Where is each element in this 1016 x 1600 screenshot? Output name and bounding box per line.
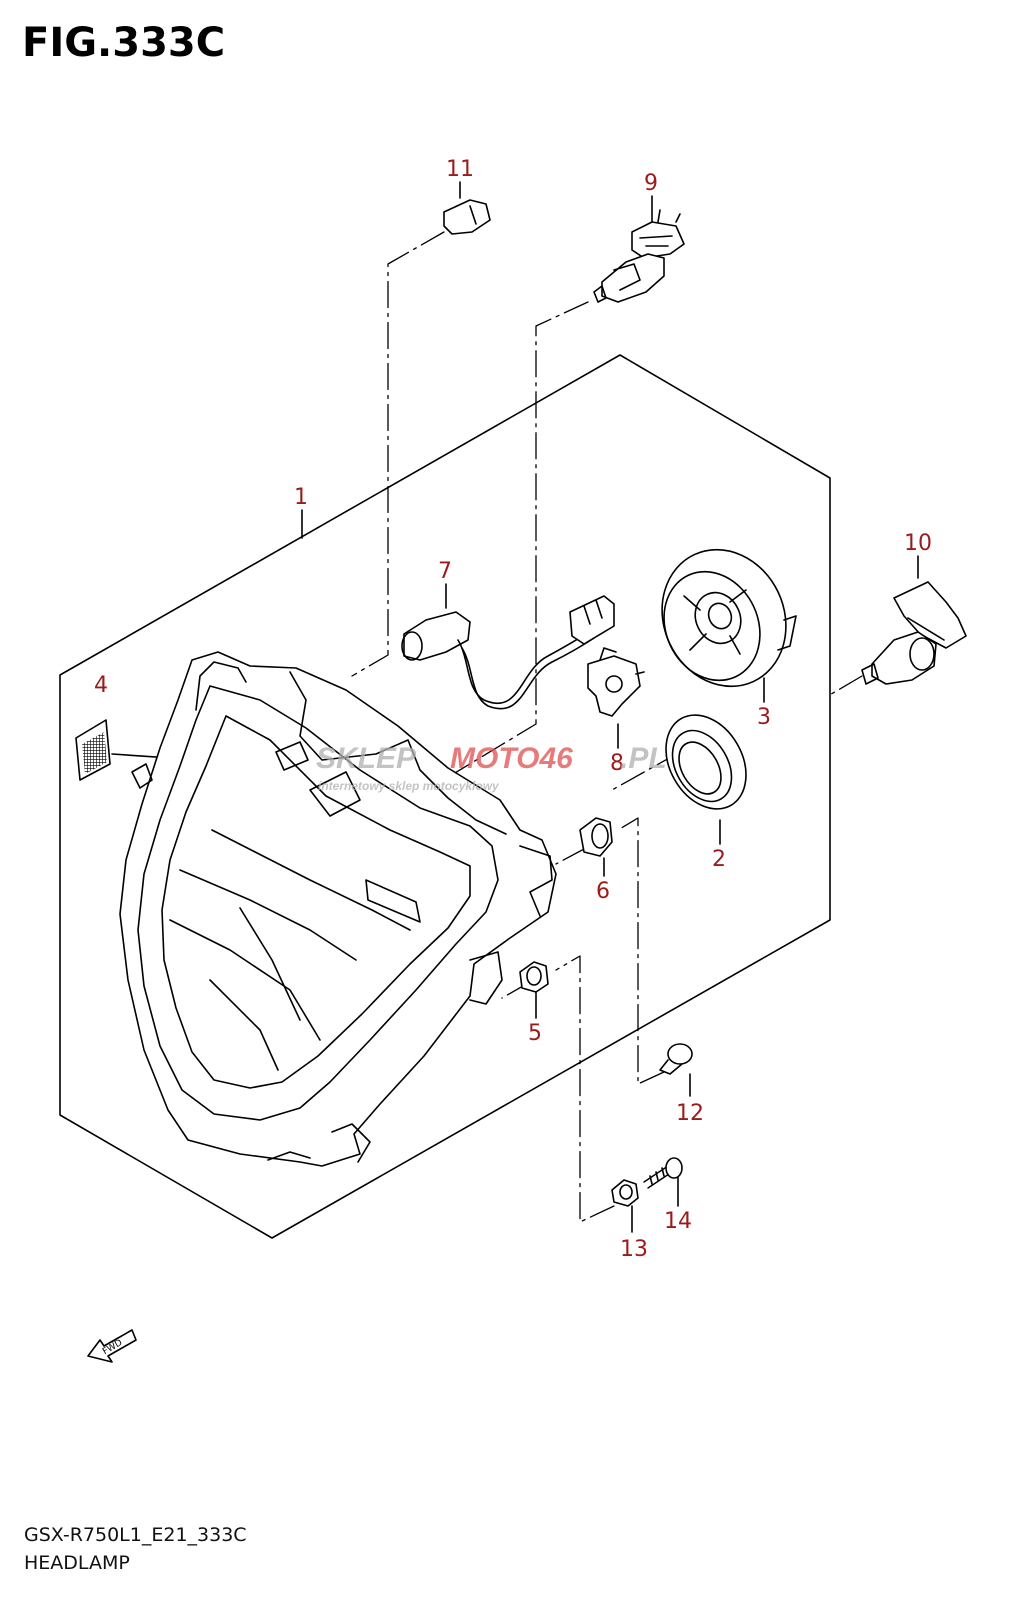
headlamp-housing-part-1 bbox=[119, 651, 557, 1167]
assembly-box bbox=[59, 354, 831, 1239]
fwd-label: FWD bbox=[101, 1338, 124, 1357]
model-code: GSX-R750L1_E21_333C bbox=[24, 1524, 247, 1546]
leader-12 bbox=[617, 817, 665, 1085]
figure-title: FIG.333C bbox=[22, 20, 226, 66]
leader-9 bbox=[429, 301, 589, 789]
callout-3: 3 bbox=[757, 705, 771, 730]
grommet-part-2 bbox=[665, 714, 747, 810]
bulb-part-10 bbox=[861, 581, 967, 685]
leader-10 bbox=[827, 675, 863, 697]
screw-part-12 bbox=[659, 1043, 693, 1075]
callout-6: 6 bbox=[596, 879, 610, 904]
callout-4: 4 bbox=[94, 673, 108, 698]
leader-6 bbox=[555, 847, 587, 865]
callout-7: 7 bbox=[438, 559, 452, 584]
leader-11 bbox=[351, 231, 445, 677]
bushing-part-6 bbox=[579, 817, 613, 857]
watermark: SKLEP MOTO46 .PL internetowy sklep motoc… bbox=[316, 742, 667, 793]
watermark-tagline: internetowy sklep motocyklowy bbox=[318, 779, 500, 793]
wedge-bulb-part-11 bbox=[443, 199, 491, 235]
fwd-arrow-icon bbox=[87, 1329, 137, 1363]
watermark-brand-b: MOTO46 bbox=[450, 742, 573, 775]
grommet-part-5 bbox=[519, 961, 549, 993]
callout-5: 5 bbox=[528, 1021, 542, 1046]
callout-8: 8 bbox=[610, 751, 624, 776]
callout-2: 2 bbox=[712, 847, 726, 872]
callout-1: 1 bbox=[294, 485, 308, 510]
socket-harness-part-7 bbox=[401, 595, 615, 710]
cover-cap-part-3 bbox=[661, 548, 797, 688]
collar-part-13 bbox=[611, 1179, 639, 1207]
watermark-brand-a: SKLEP bbox=[316, 742, 417, 775]
leader-13 bbox=[555, 955, 615, 1223]
callout-10: 10 bbox=[904, 531, 932, 556]
part-name: HEADLAMP bbox=[24, 1552, 130, 1574]
callout-14: 14 bbox=[664, 1209, 692, 1234]
socket-part-8 bbox=[587, 647, 645, 717]
callout-9: 9 bbox=[644, 171, 658, 196]
bolt-part-14 bbox=[643, 1157, 683, 1189]
callout-12: 12 bbox=[676, 1101, 704, 1126]
callout-11: 11 bbox=[446, 157, 474, 182]
bulb-part-9 bbox=[593, 209, 685, 303]
callout-numbers: 1 2 3 4 5 6 7 8 9 10 11 12 13 14 bbox=[94, 157, 932, 1262]
reflector-part-4 bbox=[75, 719, 111, 781]
watermark-domain: .PL bbox=[620, 742, 667, 775]
callout-13: 13 bbox=[620, 1237, 648, 1262]
